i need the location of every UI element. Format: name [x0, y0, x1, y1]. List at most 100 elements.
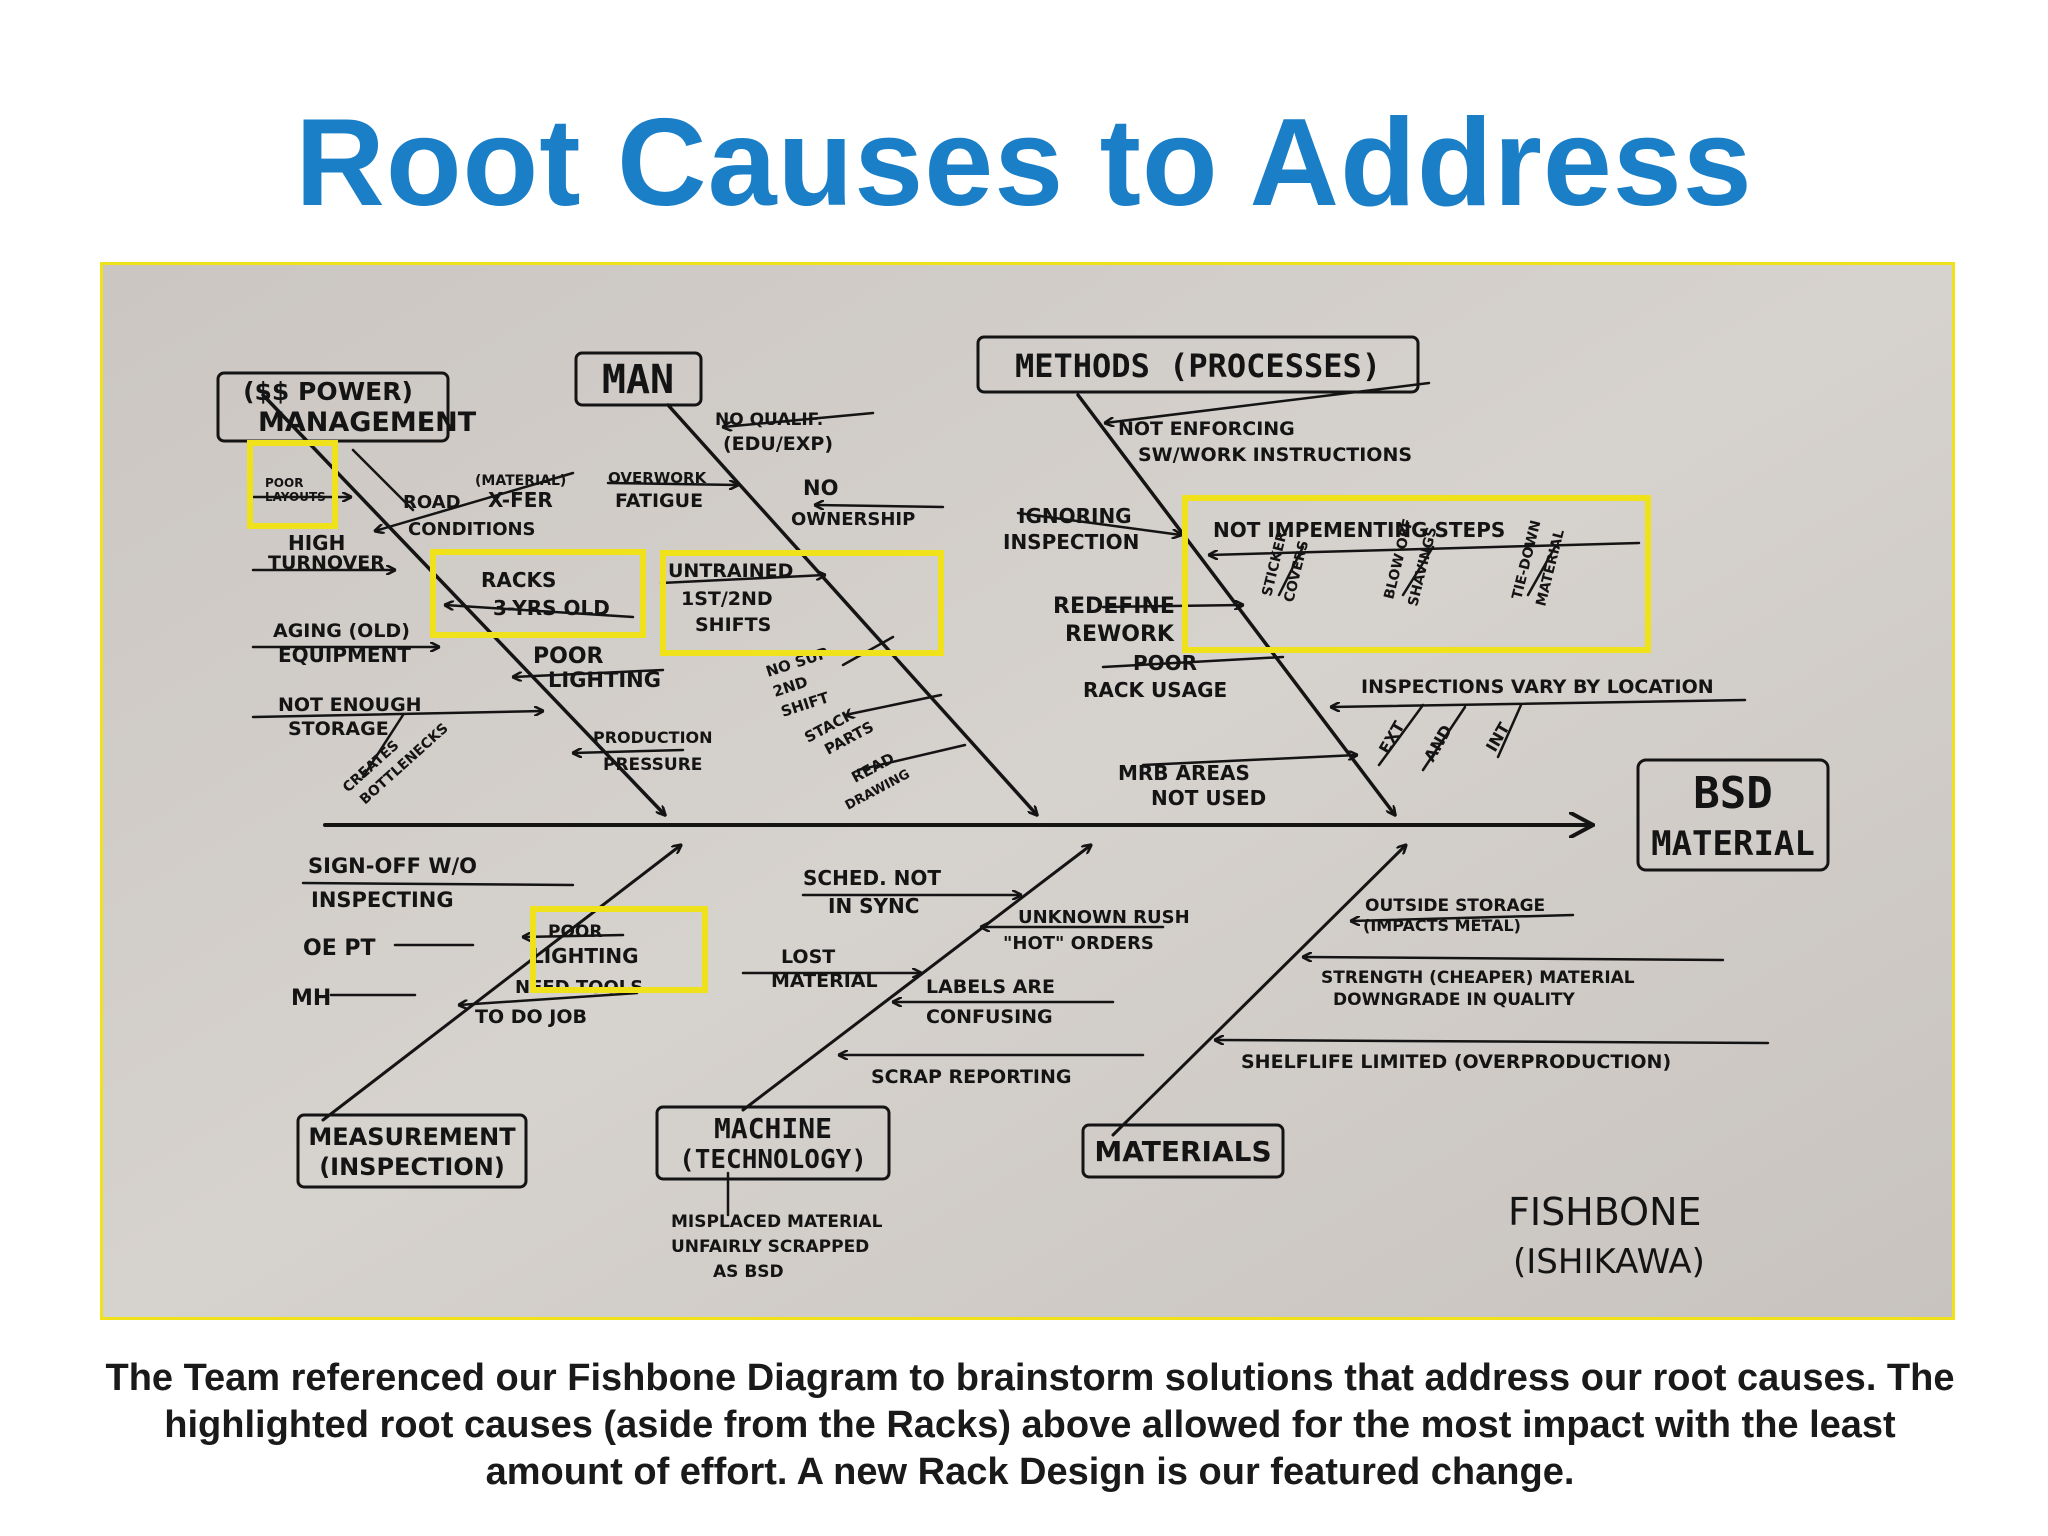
- cause-redefine-1: REDEFINE: [1053, 594, 1175, 619]
- cause-ignoring: [1016, 511, 1181, 535]
- cause-misplaced-2: UNFAIRLY SCRAPPED: [671, 1237, 869, 1257]
- fishbone-photo: ($$ POWER) MANAGEMENT MAN METHODS (PROCE…: [100, 262, 1955, 1320]
- cause-inspections-vary: [1329, 698, 1747, 707]
- fishbone-diagram: ($$ POWER) MANAGEMENT MAN METHODS (PROCE…: [103, 265, 1952, 1317]
- cause-road: [375, 471, 575, 531]
- cause-racks-2: 3-YRS OLD: [493, 596, 610, 620]
- cause-labels-2: CONFUSING: [926, 1006, 1053, 1028]
- label-methods: METHODS (PROCESSES): [1015, 347, 1381, 385]
- box-methods: [976, 335, 1420, 394]
- label-management-1: ($$ POWER): [243, 377, 413, 406]
- box-effect: [1636, 758, 1830, 872]
- cause-rack-usage: [1101, 655, 1285, 669]
- label-effect-1: BSD: [1693, 768, 1772, 819]
- cause-ignoring-1: IGNORING: [1018, 504, 1132, 528]
- cause-lighting-meas-1: POOR: [548, 922, 602, 942]
- cause-misplaced-3: AS BSD: [713, 1262, 784, 1282]
- cause-strength-2: DOWNGRADE IN QUALITY: [1333, 990, 1576, 1010]
- box-measurement: [296, 1113, 528, 1189]
- cause-no-qualif: [723, 411, 875, 427]
- slide-title: Root Causes to Address: [295, 94, 1753, 232]
- cause-overwork-2: FATIGUE: [615, 490, 703, 512]
- cause-poor-layouts-1: POOR: [265, 476, 303, 490]
- sub-sticker: [1277, 545, 1305, 597]
- highlight-not-implementing: [1182, 495, 1651, 653]
- cause-outside: [1349, 913, 1575, 921]
- sub-ext: [1377, 703, 1425, 767]
- cause-mh: MH: [291, 986, 331, 1011]
- cause-racks-1: RACKS: [481, 568, 556, 592]
- cause-lighting-meas: [521, 935, 625, 937]
- cause-storage: [251, 711, 545, 719]
- cause-sign-off-1: SIGN-OFF W/O: [308, 854, 477, 878]
- cause-untrained-1: UNTRAINED: [668, 560, 793, 582]
- cause-labels-1: LABELS ARE: [926, 976, 1055, 998]
- highlight-lighting-meas: [530, 906, 708, 993]
- sub-tie-down: [1526, 545, 1557, 597]
- cause-inspections-vary: INSPECTIONS VARY BY LOCATION: [1361, 676, 1714, 698]
- cause-misplaced-1: MISPLACED MATERIAL: [671, 1212, 883, 1232]
- cause-production: [571, 750, 685, 753]
- sub-blow-off: [1401, 545, 1435, 597]
- highlight-untrained: [660, 550, 944, 656]
- cause-ownership-2: OWNERSHIP: [791, 509, 915, 530]
- cause-no-qualif-1: NO QUALIF.: [715, 410, 823, 430]
- cause-poor-layouts-2: LAYOUTS: [265, 490, 326, 504]
- box-machine: [655, 1105, 891, 1181]
- cause-sign-off: [301, 881, 575, 887]
- cause-racks: [445, 605, 635, 619]
- cause-mrb-2: NOT USED: [1151, 786, 1266, 810]
- label-materials: MATERIALS: [1094, 1135, 1271, 1168]
- cause-not-implementing: [1207, 541, 1641, 555]
- cause-production-2: PRESSURE: [603, 755, 702, 775]
- cause-mrb: [1141, 755, 1359, 767]
- cause-ownership-1: NO: [803, 476, 838, 500]
- bone-measurement: [321, 845, 681, 1122]
- cause-scrap: SCRAP REPORTING: [871, 1066, 1072, 1088]
- cause-rack-usage-1: POOR: [1133, 651, 1197, 675]
- cause-not-enforcing: [1105, 381, 1431, 423]
- bone-materials: [1111, 845, 1406, 1137]
- cause-not-enforcing-2: SW/WORK INSTRUCTIONS: [1138, 444, 1412, 466]
- cause-strength-1: STRENGTH (CHEAPER) MATERIAL: [1321, 968, 1635, 988]
- cause-untrained-3: SHIFTS: [695, 614, 771, 636]
- cause-sched-1: SCHED. NOT: [803, 866, 941, 890]
- sub-read: [856, 743, 967, 772]
- cause-strength: [1301, 957, 1725, 960]
- highlight-boxes: [247, 440, 1651, 993]
- label-measurement-2: (INSPECTION): [319, 1153, 505, 1181]
- box-materials: [1081, 1123, 1285, 1179]
- cause-turnover-2: TURNOVER: [268, 552, 385, 574]
- fishbone-lines: [251, 381, 1770, 1217]
- label-machine-2: (TECHNOLOGY): [679, 1145, 867, 1175]
- cause-rush-1: UNKNOWN RUSH: [1018, 907, 1190, 928]
- cause-rack-usage-2: RACK USAGE: [1083, 678, 1227, 702]
- bone-man: [666, 403, 1037, 815]
- cause-not-enforcing-1: NOT ENFORCING: [1118, 418, 1295, 440]
- cause-lighting-man: [511, 668, 665, 677]
- cause-rush-2: "HOT" ORDERS: [1003, 933, 1154, 954]
- cause-redefine-2: REWORK: [1065, 622, 1175, 647]
- cause-untrained-2: 1ST/2ND: [681, 588, 773, 610]
- cause-ownership: [813, 505, 945, 507]
- cause-lost-1: LOST: [781, 946, 835, 968]
- category-boxes: [216, 335, 1830, 1189]
- highlight-racks: [430, 549, 646, 638]
- cause-aging-1: AGING (OLD): [273, 620, 410, 642]
- sub-and: [1421, 705, 1467, 772]
- cause-sched-2: IN SYNC: [828, 894, 919, 918]
- cause-mrb-1: MRB AREAS: [1118, 761, 1250, 785]
- sub-stack: [843, 693, 943, 717]
- box-man: [574, 351, 703, 407]
- sub-poor-layouts: [351, 448, 415, 512]
- cause-redefine: [1101, 605, 1245, 607]
- cause-production-1: PRODUCTION: [593, 728, 713, 747]
- cause-shelflife: SHELFLIFE LIMITED (OVERPRODUCTION): [1241, 1051, 1671, 1073]
- cause-lighting-man-2: LIGHTING: [548, 668, 661, 692]
- cause-sign-off-2: INSPECTING: [311, 888, 454, 912]
- cause-material-1: (MATERIAL): [475, 473, 566, 489]
- cause-material-2: X-FER: [488, 488, 553, 512]
- label-machine-1: MACHINE: [714, 1112, 832, 1145]
- slide-caption: The Team referenced our Fishbone Diagram…: [105, 1357, 1955, 1493]
